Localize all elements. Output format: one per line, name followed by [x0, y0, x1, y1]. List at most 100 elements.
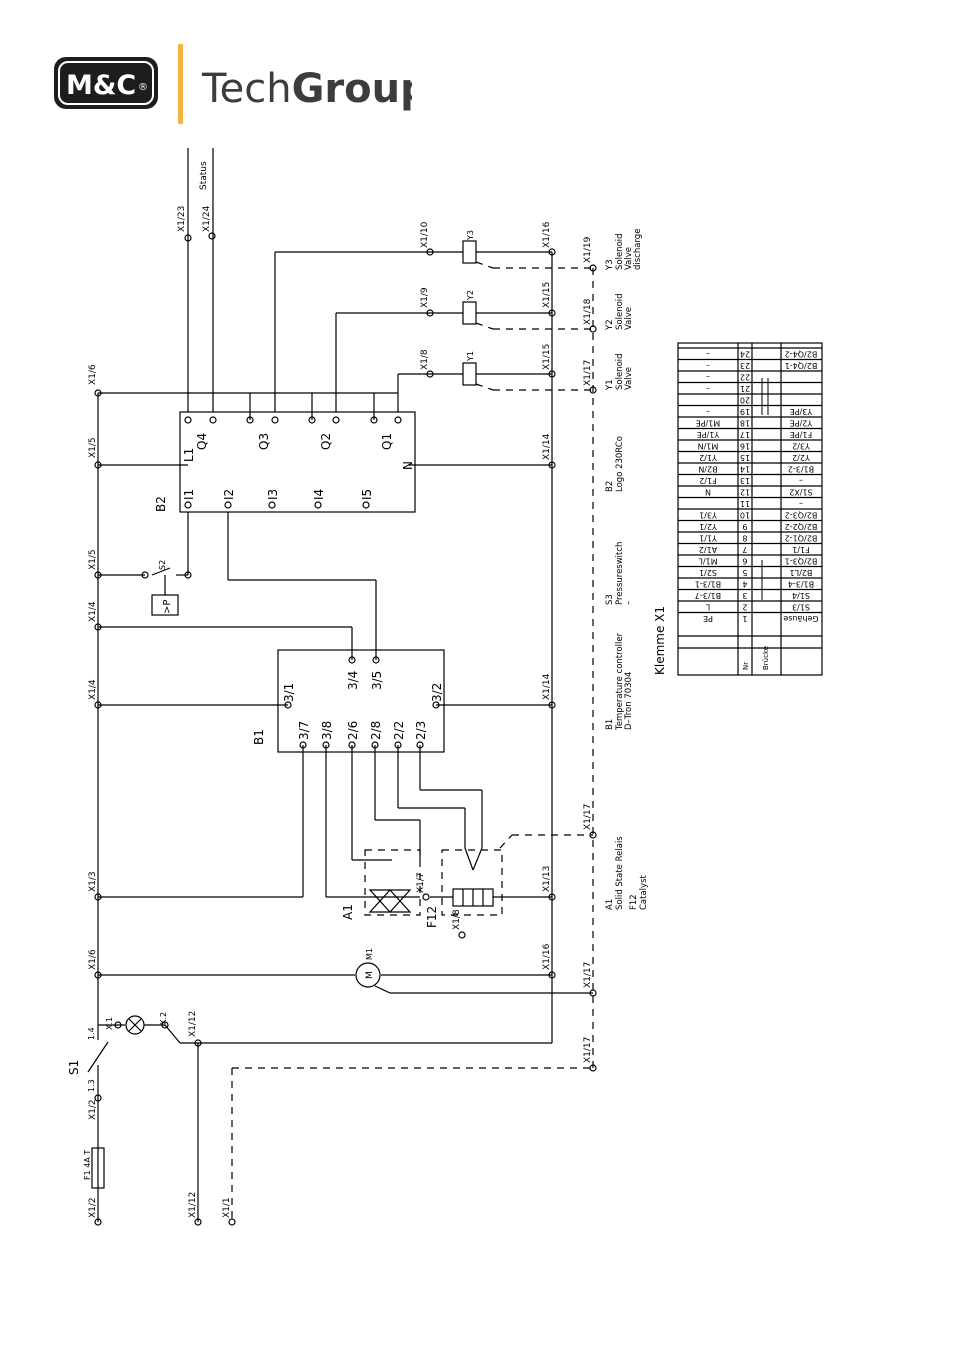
table-cell-right: B2/Q4-2	[785, 349, 818, 358]
label-x1-2: X1/2	[88, 1099, 98, 1120]
legend-a1-3: Catalyst	[639, 874, 649, 910]
table-cell-left: B1/3-7	[695, 591, 721, 600]
label-x1-13: X1/13	[542, 866, 552, 892]
label-rail-x1-4: X1/4	[88, 601, 98, 622]
table-cell-right: B2/Q3-1	[785, 556, 818, 565]
table-cell-right: F1/1	[792, 545, 809, 554]
table-cell-right: B1/3-4	[788, 579, 814, 588]
table-cell-nr: 17	[740, 430, 750, 439]
relay-triac	[368, 889, 412, 913]
b1-t38: 3/8	[320, 721, 334, 740]
table-cell-left: –	[706, 372, 710, 381]
table-cell-left: –	[706, 361, 710, 370]
terminal-table-title: Klemme X1	[653, 606, 667, 675]
coil-y1	[462, 362, 477, 386]
label-m1: M1	[365, 948, 374, 960]
label-x1-17b: X1/17	[583, 804, 593, 830]
company-logo: M&C ® TechGroup	[54, 44, 412, 124]
table-cell-nr: 22	[740, 372, 750, 381]
b2-q3: Q3	[257, 433, 271, 450]
table-header-bridge: Brücke	[762, 646, 770, 670]
b2-q4: Q4	[195, 433, 209, 450]
component-legend: Y3 Solenoid Valve discharge Y2 Solenoid …	[605, 229, 667, 910]
table-cell-right: F1/PE	[790, 430, 812, 439]
legend-y3-0: Y3	[605, 259, 615, 271]
legend-y2-0: Y2	[605, 319, 615, 331]
label-x2-lamp: X.2	[159, 1012, 168, 1025]
label-x1-16: X1/16	[542, 221, 552, 248]
b1-t23: 2/3	[414, 721, 428, 740]
table-cell-nr: 15	[740, 453, 750, 462]
terminal-x1-23	[184, 234, 192, 242]
table-cell-right: B2/L1	[790, 568, 813, 577]
b2-i2: I2	[222, 489, 236, 500]
table-cell-nr: 8	[742, 533, 747, 542]
label-x10-8: X1/8	[452, 909, 462, 930]
table-cell-nr: 7	[742, 545, 747, 554]
table-cell-left: L	[705, 602, 710, 611]
label-rail-x1-4b: X1/4	[88, 679, 98, 700]
table-cell-left: M1/PE	[696, 418, 721, 427]
b2-i4: I4	[312, 489, 326, 500]
table-cell-left: B2/N	[698, 464, 717, 473]
label-s1: S1	[67, 1060, 81, 1075]
motor-m1	[355, 962, 381, 988]
b2-n: N	[401, 461, 415, 470]
legend-s3-0: S3	[605, 594, 615, 605]
label-x1-10: X1/10	[420, 221, 430, 248]
table-cell-left: S2/1	[699, 568, 717, 577]
b2-q2: Q2	[319, 433, 333, 450]
label-rail-x1-5b: X1/5	[88, 549, 98, 570]
table-cell-nr: 2	[742, 602, 747, 611]
terminal-x1-24	[208, 232, 216, 240]
table-cell-left: B1/3-1	[695, 579, 721, 588]
b2-i5: I5	[360, 489, 374, 500]
legend-a1-1: Solid State Relais	[615, 836, 625, 910]
table-cell-right: S1/3	[792, 602, 810, 611]
wire-labels: X1/23 X1/24 Status X1/6 X1/5 X1/5 X1/4 X…	[88, 161, 593, 1218]
label-rail-x1-6: X1/6	[88, 364, 98, 385]
label-a1: A1	[341, 904, 355, 920]
legend-y3-2: Valve	[624, 247, 634, 270]
mc-logo-badge	[54, 57, 158, 109]
brand-name: TechGroup	[201, 66, 412, 112]
legend-y1-1: Solenoid	[615, 353, 625, 390]
b2-q1: Q1	[380, 433, 394, 450]
b1-name: B1	[252, 729, 266, 745]
b1-t32: 3/2	[430, 683, 444, 702]
label-x1-2b: X1/2	[88, 1197, 98, 1218]
label-x1-12: X1/12	[188, 1011, 198, 1037]
label-x1-17: X1/17	[583, 360, 593, 386]
b1-t37: 3/7	[297, 721, 311, 740]
label-x1-19: X1/19	[583, 236, 593, 263]
table-cell-right: B2/Q2-2	[785, 522, 818, 531]
label-y1: Y1	[466, 351, 475, 362]
label-x1-23: X1/23	[177, 206, 187, 232]
label-x1-17c: X1/17	[583, 962, 593, 988]
label-x1-12b: X1/12	[188, 1192, 198, 1218]
logo-text: M&C	[66, 70, 136, 101]
label-rail-x1-3: X1/3	[88, 871, 98, 892]
table-cell-right: Y2/2	[792, 453, 811, 462]
table-cell-nr: 14	[740, 464, 750, 473]
legend-b1-1: Temperature controller	[615, 632, 625, 731]
table-cell-left: –	[706, 349, 710, 358]
table-cell-left: M1/L	[698, 556, 718, 565]
table-cell-left: Y1/2	[699, 453, 718, 462]
table-cell-left: –	[706, 384, 710, 393]
table-cell-right: S1/X2	[789, 487, 812, 496]
terminal-points	[94, 248, 597, 1226]
legend-b1-0: B1	[605, 719, 615, 730]
table-cell-nr: 19	[740, 407, 750, 416]
table-cell-left: Y1/PE	[697, 430, 721, 439]
table-cell-nr: 20	[740, 395, 750, 404]
legend-b2-1: Logo 230RCo	[615, 436, 625, 492]
legend-a1-0: A1	[605, 899, 615, 910]
b2-labels: B2 Q4 Q3 Q2 Q1 L1 N I1 I2 I3 I4 I5	[154, 433, 415, 512]
table-cell-left: N	[705, 487, 711, 496]
table-cell-left: –	[706, 407, 710, 416]
b2-l1: L1	[182, 448, 196, 462]
label-s1-13: 1.3	[87, 1079, 96, 1092]
label-f1: F1 4A T	[83, 1150, 92, 1180]
